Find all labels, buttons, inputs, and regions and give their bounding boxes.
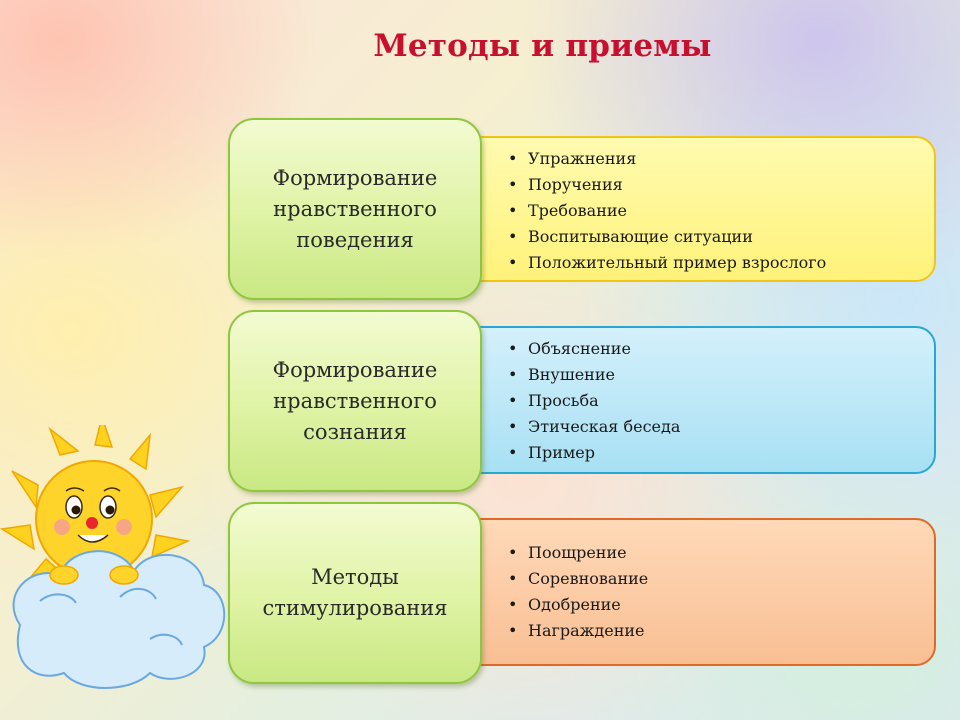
list-item: Поручения <box>508 172 924 198</box>
list-item: Требование <box>508 198 924 224</box>
list-item: Этическая беседа <box>508 414 924 440</box>
heading-box-behavior: Формирование нравственного поведения <box>228 118 482 300</box>
list-box-consciousness: Объяснение Внушение Просьба Этическая бе… <box>456 326 936 474</box>
heading-box-consciousness: Формирование нравственного сознания <box>228 310 482 492</box>
method-list: Поощрение Соревнование Одобрение Награжд… <box>508 540 924 644</box>
sun-hands <box>49 565 139 585</box>
list-item: Внушение <box>508 362 924 388</box>
list-item: Поощрение <box>508 540 924 566</box>
list-item: Одобрение <box>508 592 924 618</box>
list-box-stimulation: Поощрение Соревнование Одобрение Награжд… <box>456 518 936 666</box>
list-item: Упражнения <box>508 146 924 172</box>
group-heading: Формирование нравственного поведения <box>272 165 438 252</box>
page-title: Методы и приемы <box>373 28 712 64</box>
list-box-behavior: Упражнения Поручения Требование Воспитыв… <box>456 136 936 282</box>
group-heading: Формирование нравственного сознания <box>272 357 438 444</box>
sun-on-cloud-icon <box>0 425 226 689</box>
list-item: Пример <box>508 440 924 466</box>
group-moral-behavior: Упражнения Поручения Требование Воспитыв… <box>228 118 938 300</box>
group-stimulation: Поощрение Соревнование Одобрение Награжд… <box>228 502 938 684</box>
list-item: Воспитывающие ситуации <box>508 224 924 250</box>
group-heading: Методы стимулирования <box>262 565 448 620</box>
list-item: Объяснение <box>508 336 924 362</box>
group-moral-consciousness: Объяснение Внушение Просьба Этическая бе… <box>228 310 938 492</box>
method-list: Упражнения Поручения Требование Воспитыв… <box>508 146 924 276</box>
list-item: Просьба <box>508 388 924 414</box>
list-item: Награждение <box>508 618 924 644</box>
method-list: Объяснение Внушение Просьба Этическая бе… <box>508 336 924 466</box>
list-item: Соревнование <box>508 566 924 592</box>
list-item: Положительный пример взрослого <box>508 250 924 276</box>
heading-box-stimulation: Методы стимулирования <box>228 502 482 684</box>
